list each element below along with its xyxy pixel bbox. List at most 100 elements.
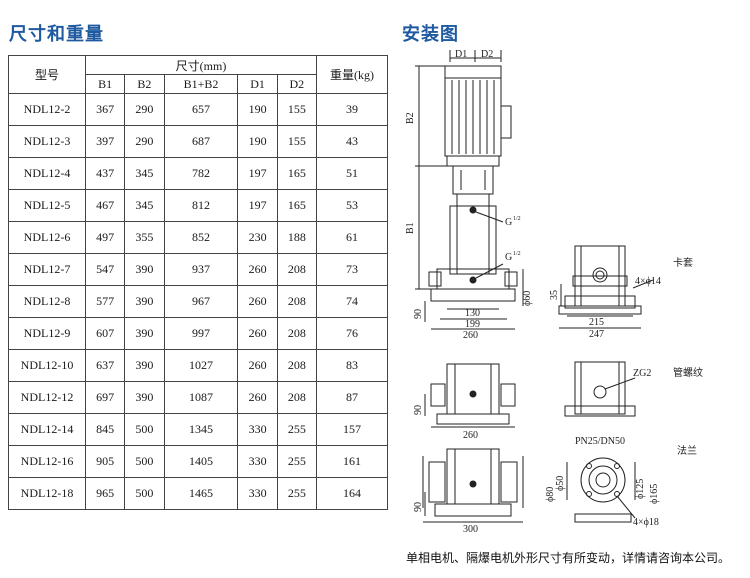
port-g2-sup: 1/2 (513, 251, 521, 257)
cell-b1: 437 (84, 157, 126, 190)
dimensions-header: 尺寸(mm) (85, 55, 317, 75)
cell-b2: 500 (124, 413, 165, 446)
cell-b1b2: 852 (163, 221, 239, 254)
label-flange: 法兰 (677, 444, 697, 457)
cell-d2: 208 (276, 253, 318, 286)
dim-90c-label: 90 (413, 502, 424, 512)
cell-d1: 330 (237, 445, 278, 478)
label-zg2: ZG2 (633, 368, 651, 379)
cell-d2: 208 (276, 285, 318, 318)
cell-model: NDL12-6 (8, 221, 86, 254)
cell-d1: 190 (237, 125, 278, 158)
port-g1-label: G (505, 217, 512, 228)
cell-b2: 500 (124, 477, 165, 510)
cell-b1: 467 (84, 189, 126, 222)
dim-phi80-label: ϕ80 (545, 487, 556, 502)
cell-d2: 208 (276, 381, 318, 414)
cell-b1: 965 (84, 477, 126, 510)
port-g2-label: G (505, 252, 512, 263)
cell-b2: 500 (124, 445, 165, 478)
cell-b1b2: 687 (163, 125, 239, 158)
cell-model: NDL12-8 (8, 285, 86, 318)
cell-b1b2: 1345 (163, 413, 239, 446)
cell-d2: 255 (276, 477, 318, 510)
cell-d1: 197 (237, 157, 278, 190)
dim-260b-label: 260 (463, 430, 478, 441)
label-thread: 管螺纹 (673, 366, 703, 379)
threaded-connection-view: 90 260 ZG2 管螺纹 (413, 361, 703, 441)
cell-weight: 87 (316, 381, 388, 414)
dim-247-label: 247 (589, 329, 604, 340)
dim-130-label: 130 (465, 308, 480, 319)
installation-drawing: D1 D2 B2 B1 G 1/2 G 1/2 (405, 49, 703, 535)
cell-b2: 390 (124, 317, 165, 350)
cell-b1b2: 812 (163, 189, 239, 222)
cell-model: NDL12-7 (8, 253, 86, 286)
cell-d2: 165 (276, 157, 318, 190)
label-sleeve: 卡套 (673, 256, 693, 269)
dim-phi50-label: ϕ50 (555, 476, 566, 491)
flange-outer (580, 457, 626, 503)
col-header-b1: B1 (84, 74, 126, 94)
col-header-d2: D2 (276, 74, 318, 94)
installation-drawing-title: 安装图 (402, 24, 459, 45)
cell-model: NDL12-18 (8, 477, 86, 510)
cell-weight: 61 (316, 221, 388, 254)
cell-d2: 208 (276, 349, 318, 382)
label-pn-dn: PN25/DN50 (575, 436, 625, 447)
col-header-b1b2: B1+B2 (163, 74, 239, 94)
cell-weight: 157 (316, 413, 388, 446)
pump-elevation: D1 D2 B2 B1 G 1/2 G 1/2 (405, 49, 533, 341)
port-g-bottom (469, 276, 477, 284)
sleeve-connection-view: 35 4×ϕ14 卡套 215 247 (549, 245, 693, 340)
cell-b2: 345 (124, 157, 165, 190)
dim-4x14-label: 4×ϕ14 (635, 276, 661, 287)
cell-d1: 330 (237, 413, 278, 446)
cell-b1b2: 997 (163, 317, 239, 350)
dim-90a-label: 90 (413, 309, 424, 319)
col-header-d1: D1 (237, 74, 278, 94)
model-header: 型号 (8, 55, 86, 94)
cell-weight: 73 (316, 253, 388, 286)
cell-model: NDL12-2 (8, 93, 86, 126)
cell-b1b2: 782 (163, 157, 239, 190)
dim-90b-label: 90 (413, 405, 424, 415)
cell-model: NDL12-4 (8, 157, 86, 190)
cell-b1b2: 1027 (163, 349, 239, 382)
dim-260a-label: 260 (463, 330, 478, 341)
cell-b1: 637 (84, 349, 126, 382)
cell-weight: 161 (316, 445, 388, 478)
cell-b1b2: 1405 (163, 445, 239, 478)
port-g-top (469, 206, 477, 214)
dim-phi165-label: ϕ165 (649, 484, 660, 504)
cell-model: NDL12-10 (8, 349, 86, 382)
cell-d2: 165 (276, 189, 318, 222)
cell-b1: 497 (84, 221, 126, 254)
weight-header: 重量(kg) (316, 55, 388, 94)
cell-b1: 547 (84, 253, 126, 286)
cell-weight: 51 (316, 157, 388, 190)
cell-b2: 390 (124, 349, 165, 382)
cell-d2: 255 (276, 445, 318, 478)
cell-b2: 390 (124, 285, 165, 318)
cell-b2: 390 (124, 381, 165, 414)
cell-d1: 197 (237, 189, 278, 222)
dim-phi125-label: ϕ125 (635, 479, 646, 499)
cell-d2: 155 (276, 125, 318, 158)
cell-b1b2: 1465 (163, 477, 239, 510)
cell-d2: 208 (276, 317, 318, 350)
cell-d1: 260 (237, 253, 278, 286)
dim-d1-label: D1 (455, 49, 467, 60)
cell-b2: 290 (124, 125, 165, 158)
pump-barrel (449, 205, 497, 275)
cell-b1: 905 (84, 445, 126, 478)
